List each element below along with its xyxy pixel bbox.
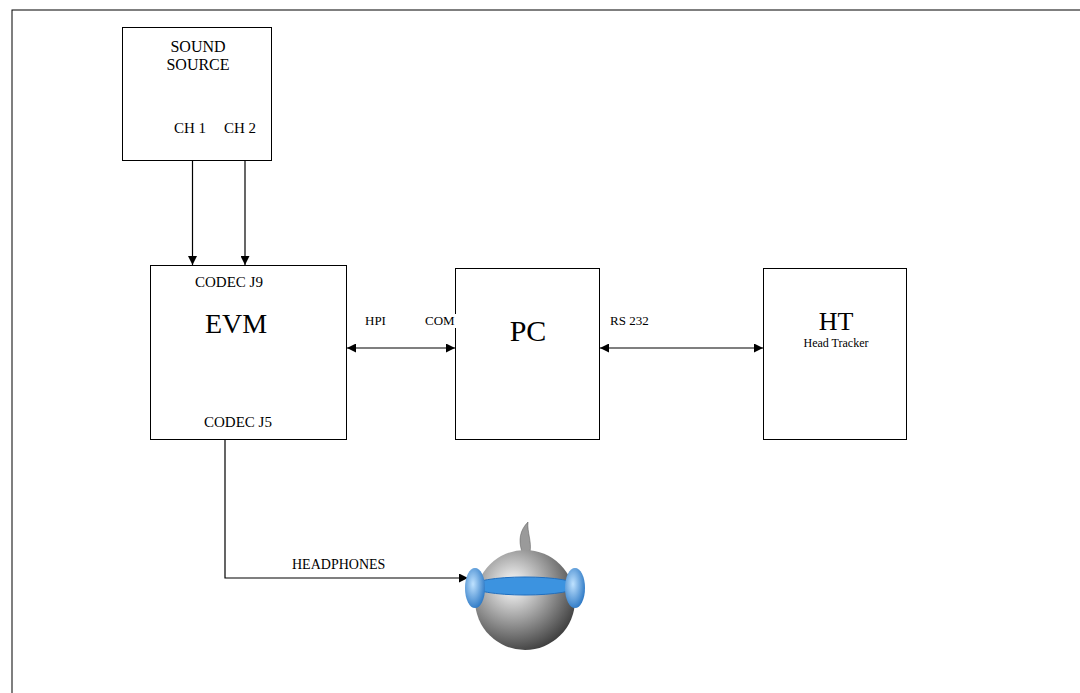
listener-head <box>465 522 585 650</box>
node-text: PC <box>510 314 547 349</box>
pc-box: PC <box>455 268 600 440</box>
connector <box>600 347 763 348</box>
node-text: SOUND SOURCE <box>153 38 243 75</box>
edge-label: RS 232 <box>608 314 651 328</box>
connection-label: HEADPHONES <box>290 557 387 572</box>
node-text: HT <box>819 307 854 337</box>
connector <box>244 161 245 265</box>
port-label: COM <box>423 314 457 328</box>
node-text: CH 2 <box>224 120 256 137</box>
node-text: Head Tracker <box>804 337 869 351</box>
connector <box>347 347 455 348</box>
node-text: CODEC J9 <box>195 274 263 291</box>
head-tracker-box: HTHead Tracker <box>763 268 907 440</box>
frame <box>12 10 1080 693</box>
port-label: HPI <box>363 314 388 328</box>
headphone-wire <box>225 440 468 578</box>
node-text: CH 1 <box>174 120 206 137</box>
connector <box>192 161 193 265</box>
source-box: SOUND SOURCE CH 1 CH 2 <box>122 27 272 161</box>
evm-box: CODEC J9 EVM CODEC J5 <box>150 265 347 440</box>
node-text: CODEC J5 <box>204 414 272 431</box>
node-text: EVM <box>205 308 267 340</box>
